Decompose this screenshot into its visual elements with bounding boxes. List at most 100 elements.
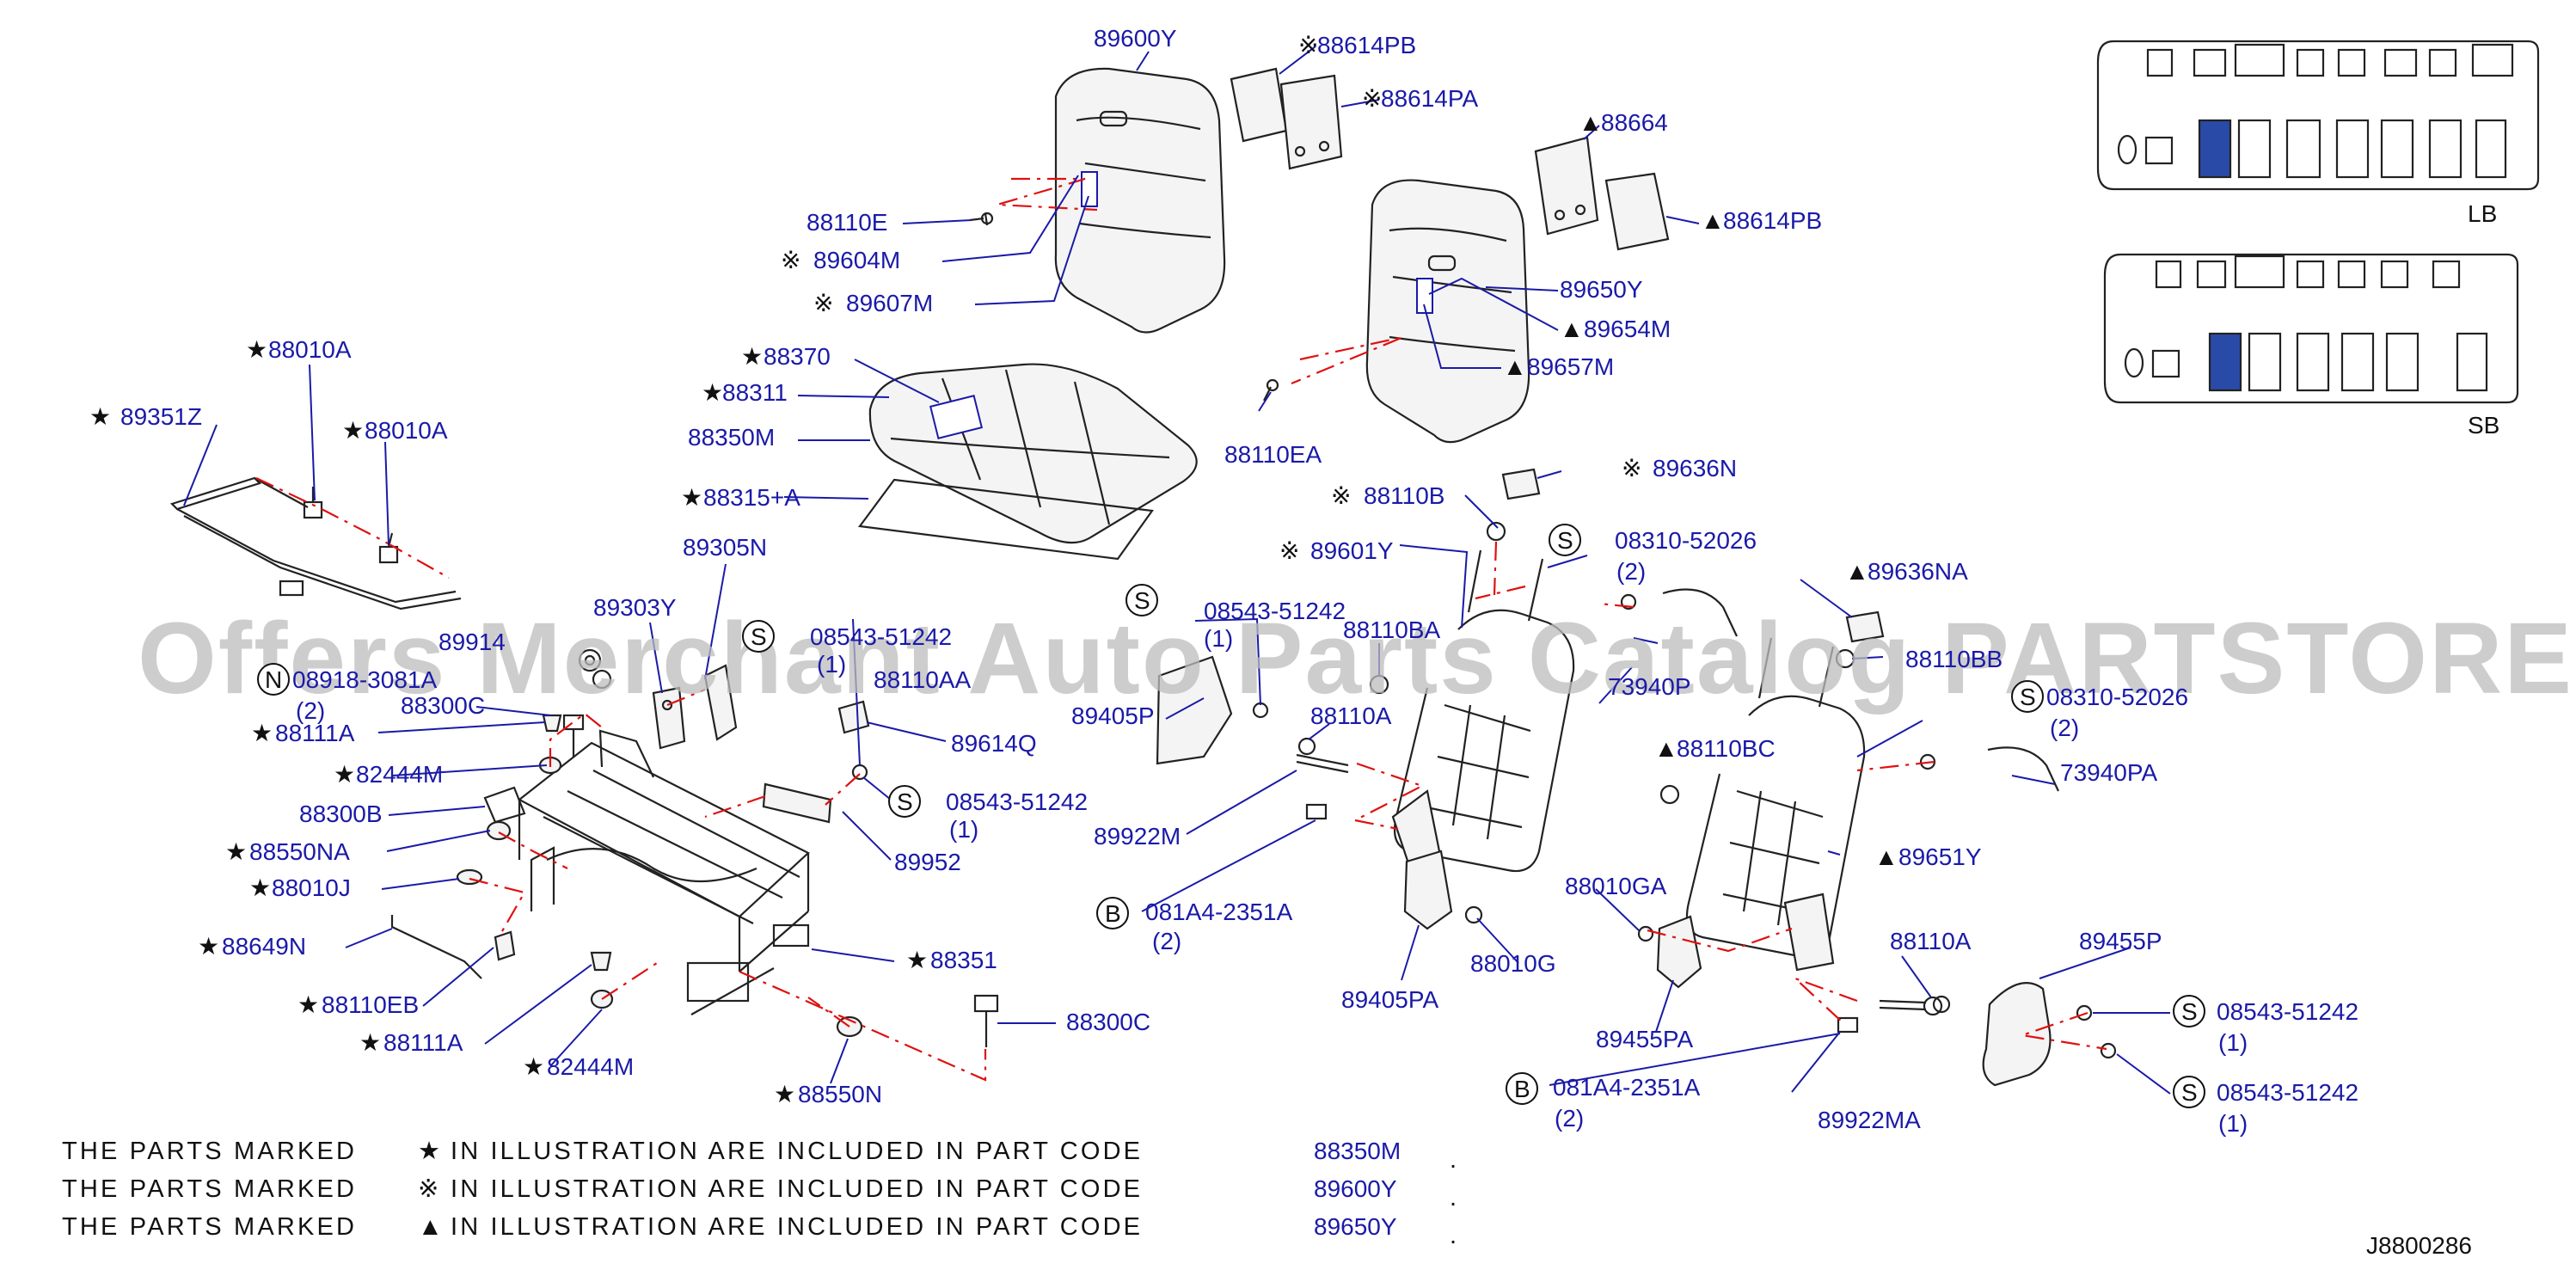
callout-88550na[interactable]: 88550NA — [249, 838, 350, 865]
callout-88010a-1[interactable]: 88010A — [268, 336, 352, 363]
callout-89305n[interactable]: 89305N — [683, 534, 767, 561]
legend-lead: THE PARTS MARKED — [62, 1138, 354, 1165]
callout-08543-1-qty: (1) — [817, 651, 846, 678]
callout-89600y[interactable]: 89600Y — [1094, 25, 1177, 52]
callout-88110a-2[interactable]: 88110A — [1890, 928, 1972, 954]
bolt-88300c-2 — [973, 994, 999, 1047]
callout-89455pa[interactable]: 89455PA — [1596, 1026, 1693, 1052]
callout-88010j[interactable]: 88010J — [272, 874, 351, 901]
clip-88110e — [969, 212, 994, 226]
callout-89607m[interactable]: 89607M — [846, 290, 933, 316]
star-mark: ★ — [702, 379, 723, 406]
callout-88110eb[interactable]: 88110EB — [322, 991, 419, 1018]
callout-08543-1[interactable]: 08543-51242 — [810, 623, 952, 650]
handle-89636na — [1845, 610, 1885, 643]
legend-code[interactable]: 88350M — [1314, 1138, 1401, 1164]
legend-code[interactable]: 89650Y — [1314, 1213, 1397, 1240]
kome-mark: ※ — [1298, 32, 1318, 58]
svg-text:N: N — [265, 666, 282, 693]
callout-88110b[interactable]: 88110B — [1364, 482, 1444, 509]
callout-73940p[interactable]: 73940P — [1608, 673, 1691, 700]
callout-89636n[interactable]: 89636N — [1653, 455, 1737, 482]
cover-89405p — [1156, 655, 1233, 765]
callout-89351z[interactable]: 89351Z — [120, 403, 202, 430]
callout-88614pb-1[interactable]: 88614PB — [1317, 32, 1416, 58]
callout-08310-2[interactable]: 08310-52026 — [2046, 684, 2188, 710]
callout-89922m[interactable]: 89922M — [1094, 823, 1181, 850]
callout-88111a-1[interactable]: 88111A — [275, 720, 355, 746]
legend-symbol-kome: ※ — [418, 1175, 439, 1203]
callout-89650y[interactable]: 89650Y — [1560, 276, 1643, 303]
callout-88110ea[interactable]: 88110EA — [1224, 441, 1322, 468]
callout-88110bb[interactable]: 88110BB — [1905, 646, 2003, 672]
callout-08918[interactable]: 08918-3081A — [292, 666, 437, 693]
callout-88110bc[interactable]: 88110BC — [1677, 735, 1776, 762]
legend-row-triangle: THE PARTS MARKED ▲ IN ILLUSTRATION ARE I… — [62, 1213, 1457, 1249]
callout-89636na[interactable]: 89636NA — [1868, 558, 1968, 585]
strap-73940pa — [1987, 746, 2059, 792]
callout-89614q[interactable]: 89614Q — [951, 730, 1037, 757]
legend-code[interactable]: 89600Y — [1314, 1175, 1397, 1202]
callout-88110aa[interactable]: 88110AA — [874, 666, 971, 693]
callout-88300c-1[interactable]: 88300C — [401, 692, 485, 719]
callout-08543-3[interactable]: 08543-51242 — [946, 788, 1088, 815]
callout-89405pa[interactable]: 89405PA — [1341, 986, 1438, 1013]
callout-88351[interactable]: 88351 — [930, 947, 997, 973]
vehicle-layout-lb: LB — [2096, 40, 2540, 227]
callout-89654m[interactable]: 89654M — [1584, 316, 1671, 342]
callout-89455p[interactable]: 89455P — [2079, 928, 2162, 954]
callout-88311[interactable]: 88311 — [722, 379, 788, 406]
legend-text: IN ILLUSTRATION ARE INCLUDED IN PART COD… — [451, 1213, 1140, 1241]
callout-88550n[interactable]: 88550N — [798, 1081, 882, 1107]
callout-88010a-2[interactable]: 88010A — [365, 417, 448, 444]
callout-89405p[interactable]: 89405P — [1071, 702, 1155, 729]
legend-tail: . — [1450, 1222, 1457, 1249]
layout-label-lb: LB — [2468, 200, 2497, 227]
callout-88300c-2[interactable]: 88300C — [1066, 1009, 1150, 1035]
callout-08310-1[interactable]: 08310-52026 — [1615, 527, 1757, 554]
callout-88110ba[interactable]: 88110BA — [1343, 617, 1440, 643]
star-mark: ★ — [251, 720, 273, 746]
callout-88010ga[interactable]: 88010GA — [1565, 873, 1667, 899]
callout-88350m[interactable]: 88350M — [688, 424, 775, 451]
circled-s: S — [742, 620, 775, 653]
callout-88315a[interactable]: 88315+A — [703, 484, 800, 511]
cap-88111a-2 — [590, 951, 612, 972]
callout-08543-2[interactable]: 08543-51242 — [1204, 598, 1346, 624]
callout-88111a-2[interactable]: 88111A — [383, 1029, 463, 1056]
callout-08543-2-qty: (1) — [1204, 625, 1233, 652]
callout-73940pa[interactable]: 73940PA — [2060, 759, 2157, 786]
callout-89601y[interactable]: 89601Y — [1310, 537, 1394, 564]
vehicle-layout-sb: SB — [2103, 253, 2519, 439]
callout-89922ma[interactable]: 89922MA — [1818, 1107, 1921, 1133]
star-mark: ★ — [359, 1029, 381, 1056]
callout-89657m[interactable]: 89657M — [1527, 353, 1614, 380]
callout-89303y[interactable]: 89303Y — [593, 594, 677, 621]
callout-88664[interactable]: 88664 — [1601, 109, 1668, 136]
callout-88370[interactable]: 88370 — [764, 343, 831, 370]
callout-081a4-2[interactable]: 081A4-2351A — [1553, 1074, 1701, 1101]
svg-text:B: B — [1514, 1076, 1530, 1102]
callout-89952[interactable]: 89952 — [894, 849, 961, 875]
callout-08543-4[interactable]: 08543-51242 — [2217, 998, 2358, 1025]
callout-82444m-1[interactable]: 82444M — [356, 761, 443, 788]
callout-88110a-1[interactable]: 88110A — [1310, 702, 1392, 729]
callout-89651y[interactable]: 89651Y — [1898, 844, 1982, 870]
legend-lead: THE PARTS MARKED — [62, 1213, 354, 1241]
callout-081a4-1[interactable]: 081A4-2351A — [1145, 899, 1293, 925]
callout-88649n[interactable]: 88649N — [222, 933, 306, 960]
callout-08543-5[interactable]: 08543-51242 — [2217, 1079, 2358, 1106]
callout-89914[interactable]: 89914 — [439, 629, 506, 655]
callout-88010g[interactable]: 88010G — [1470, 950, 1556, 977]
screw-08310-1 — [1620, 593, 1637, 610]
bracket-88614pa — [1279, 74, 1343, 170]
callout-88614pb-2[interactable]: 88614PB — [1723, 207, 1822, 234]
kome-mark: ※ — [813, 290, 833, 316]
callout-89604m[interactable]: 89604M — [813, 247, 900, 273]
callout-labels: 89600Y 88614PB 88614PA 88664 88614PB 881… — [120, 25, 2358, 1137]
callout-88110e[interactable]: 88110E — [807, 209, 887, 236]
star-mark: ★ — [246, 336, 267, 363]
callout-88300b[interactable]: 88300B — [299, 801, 383, 827]
callout-82444m-2[interactable]: 82444M — [547, 1053, 634, 1080]
callout-88614pa[interactable]: 88614PA — [1381, 85, 1478, 112]
